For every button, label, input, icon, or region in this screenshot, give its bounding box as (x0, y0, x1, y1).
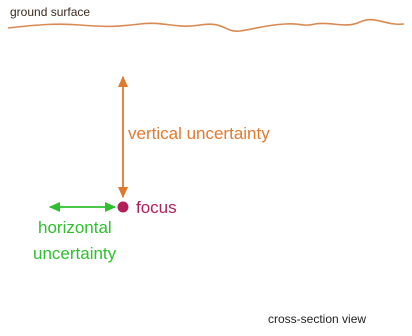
horizontal-uncertainty-label-line2: uncertainty (33, 244, 117, 263)
view-type-label: cross-section view (268, 312, 367, 326)
ground-surface-label: ground surface (10, 5, 91, 19)
focus-dot (117, 201, 129, 213)
horizontal-uncertainty-label-line1: horizontal (38, 218, 112, 237)
focus-label: focus (136, 198, 177, 217)
ground-surface-line (7, 18, 405, 32)
vertical-uncertainty-label: vertical uncertainty (128, 124, 270, 143)
